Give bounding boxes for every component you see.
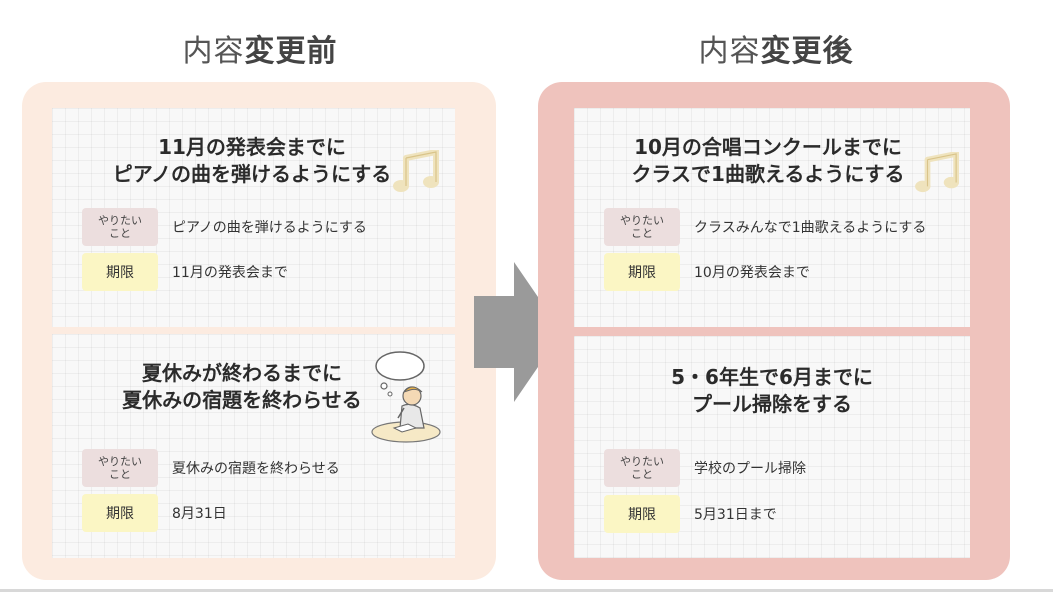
card-heading-line-1: 5・6年生で6月までに bbox=[671, 365, 873, 389]
want-row: やりたい こと ピアノの曲を弾けるようにする bbox=[82, 208, 367, 246]
deadline-value: 11月の発表会まで bbox=[172, 265, 288, 281]
deadline-tag: 期限 bbox=[604, 495, 680, 533]
want-tag-line-1: やりたい bbox=[620, 214, 664, 227]
want-tag-line-2: こと bbox=[631, 468, 653, 481]
card-heading: 10月の合唱コンクールまでに クラスで1曲歌えるようにする bbox=[598, 134, 938, 188]
deadline-value: 8月31日 bbox=[172, 506, 227, 522]
card-heading-line-2: プール掃除をする bbox=[692, 392, 852, 416]
want-value: ピアノの曲を弾けるようにする bbox=[172, 220, 367, 236]
music-note-icon bbox=[393, 150, 439, 192]
after-title-plain: 内容 bbox=[698, 34, 761, 69]
before-panel: 11月の発表会までに ピアノの曲を弾けるようにする やりたい こと ピアノの曲を… bbox=[22, 82, 496, 580]
want-row: やりたい こと クラスみんなで1曲歌えるようにする bbox=[604, 208, 926, 246]
before-title-plain: 内容 bbox=[182, 34, 245, 69]
before-card-piano: 11月の発表会までに ピアノの曲を弾けるようにする やりたい こと ピアノの曲を… bbox=[52, 108, 455, 327]
deadline-row: 期限 5月31日まで bbox=[604, 495, 777, 533]
want-tag: やりたい こと bbox=[82, 208, 158, 246]
want-tag: やりたい こと bbox=[82, 449, 158, 487]
want-tag-line-2: こと bbox=[109, 468, 131, 481]
want-tag-line-2: こと bbox=[109, 227, 131, 240]
after-panel: 10月の合唱コンクールまでに クラスで1曲歌えるようにする やりたい こと クラ… bbox=[538, 82, 1010, 580]
want-row: やりたい こと 学校のプール掃除 bbox=[604, 449, 806, 487]
after-card-pool: 5・6年生で6月までに プール掃除をする やりたい こと 学校のプール掃除 期限… bbox=[574, 336, 970, 558]
deadline-row: 期限 8月31日 bbox=[82, 494, 227, 532]
want-value: 学校のプール掃除 bbox=[694, 461, 806, 477]
bottom-divider bbox=[0, 589, 1053, 592]
want-value: クラスみんなで1曲歌えるようにする bbox=[694, 220, 927, 236]
deadline-tag: 期限 bbox=[604, 253, 680, 291]
deadline-row: 期限 11月の発表会まで bbox=[82, 253, 288, 291]
before-title-bold: 変更前 bbox=[244, 34, 338, 69]
deadline-tag: 期限 bbox=[82, 494, 158, 532]
want-value: 夏休みの宿題を終わらせる bbox=[172, 461, 340, 477]
card-heading-line-1: 夏休みが終わるまでに bbox=[142, 361, 342, 385]
deadline-value: 10月の発表会まで bbox=[694, 265, 810, 281]
before-card-homework: 夏休みが終わるまでに 夏休みの宿題を終わらせる やりたい こと 夏休みの宿題を終… bbox=[52, 334, 455, 558]
thinking-person-illustration bbox=[371, 351, 441, 443]
card-heading: 5・6年生で6月までに プール掃除をする bbox=[614, 364, 930, 418]
want-tag-line-1: やりたい bbox=[620, 455, 664, 468]
after-title-bold: 変更後 bbox=[760, 34, 854, 69]
want-tag-line-1: やりたい bbox=[98, 214, 142, 227]
after-card-chorus: 10月の合唱コンクールまでに クラスで1曲歌えるようにする やりたい こと クラ… bbox=[574, 108, 970, 327]
want-tag-line-1: やりたい bbox=[98, 455, 142, 468]
deadline-row: 期限 10月の発表会まで bbox=[604, 253, 810, 291]
card-heading: 11月の発表会までに ピアノの曲を弾けるようにする bbox=[92, 134, 412, 188]
card-heading-line-2: 夏休みの宿題を終わらせる bbox=[122, 388, 362, 412]
want-tag: やりたい こと bbox=[604, 449, 680, 487]
card-heading-line-2: ピアノの曲を弾けるようにする bbox=[112, 162, 392, 186]
deadline-value: 5月31日まで bbox=[694, 507, 777, 523]
music-note-icon bbox=[915, 152, 959, 193]
card-heading-line-1: 10月の合唱コンクールまでに bbox=[634, 135, 902, 159]
want-row: やりたい こと 夏休みの宿題を終わらせる bbox=[82, 449, 340, 487]
card-heading-line-2: クラスで1曲歌えるようにする bbox=[631, 162, 905, 186]
after-column-title: 内容変更後 bbox=[666, 26, 886, 70]
card-heading-line-1: 11月の発表会までに bbox=[158, 135, 346, 159]
before-column-title: 内容変更前 bbox=[150, 26, 370, 70]
want-tag: やりたい こと bbox=[604, 208, 680, 246]
right-arrow-icon bbox=[474, 262, 562, 402]
want-tag-line-2: こと bbox=[631, 227, 653, 240]
deadline-tag: 期限 bbox=[82, 253, 158, 291]
card-heading: 夏休みが終わるまでに 夏休みの宿題を終わらせる bbox=[92, 360, 392, 414]
